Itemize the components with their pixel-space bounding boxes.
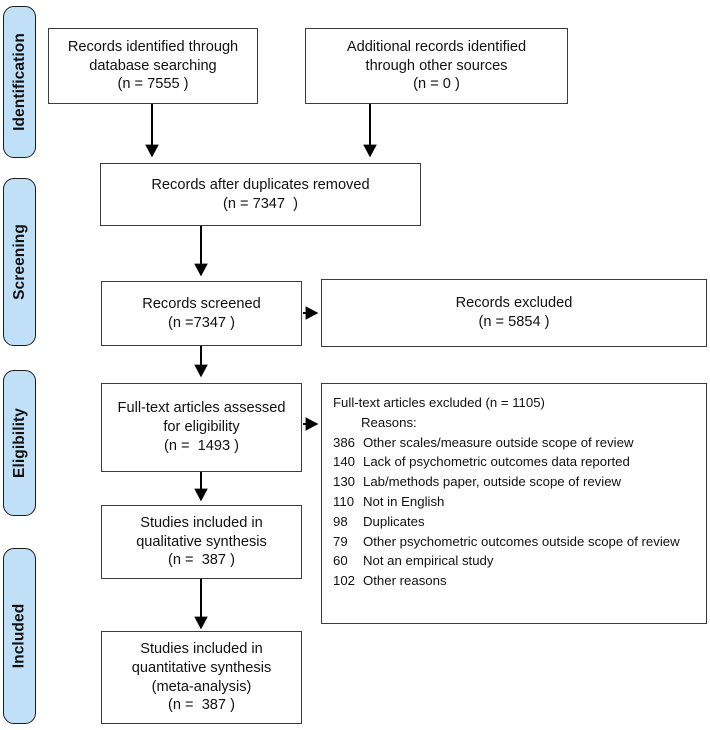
- exclusion-reason-item: 60 Not an empirical study: [333, 551, 706, 571]
- box-line: Records identified through: [67, 38, 239, 55]
- reason-text: Not an empirical study: [363, 553, 494, 569]
- reason-count: 140: [333, 454, 356, 470]
- exclusion-reason-item: 110 Not in English: [333, 492, 706, 512]
- box-line: qualitative synthesis: [136, 533, 267, 550]
- box-additional-records-other-sources: Additional records identified through ot…: [305, 28, 568, 104]
- box-line: (n = 7347 ): [222, 195, 299, 212]
- reason-text: Other psychometric outcomes outside scop…: [363, 533, 680, 549]
- exclusion-reason-list: 386 Other scales/measure outside scope o…: [333, 433, 706, 591]
- box-line: Records excluded: [455, 295, 573, 312]
- reason-text: Lab/methods paper, outside scope of revi…: [363, 474, 622, 490]
- exclusions-heading: Full-text articles excluded (n = 1105): [333, 395, 545, 410]
- reason-count: 60: [333, 553, 348, 569]
- exclusion-reason-item: 130 Lab/methods paper, outside scope of …: [333, 472, 706, 492]
- reason-text: Not in English: [363, 493, 445, 509]
- box-line: (n = 7555 ): [117, 76, 189, 93]
- box-line: through other sources: [365, 57, 508, 74]
- box-line: quantitative synthesis: [131, 659, 272, 676]
- box-fulltext-articles-assessed: Full-text articles assessed for eligibil…: [101, 383, 302, 472]
- reason-text: Duplicates: [363, 513, 425, 529]
- reason-count: 98: [333, 513, 348, 529]
- box-line: Studies included in: [140, 514, 263, 531]
- box-line: Full-text articles assessed: [117, 400, 286, 417]
- box-line: (n = 5854 ): [478, 314, 550, 330]
- exclusion-reason-item: 79 Other psychometric outcomes outside s…: [333, 532, 706, 552]
- box-line: Records after duplicates removed: [151, 176, 370, 193]
- box-records-screened: Records screened (n =7347 ): [101, 281, 302, 346]
- reason-count: 102: [333, 573, 356, 589]
- exclusion-reason-item: 102 Other reasons: [333, 571, 706, 591]
- exclusion-reason-item: 98 Duplicates: [333, 512, 706, 532]
- box-line: (meta-analysis): [151, 678, 252, 695]
- box-records-identified-database: Records identified through database sear…: [48, 28, 258, 104]
- box-line: Records screened: [142, 295, 261, 312]
- box-line: database searching: [89, 57, 217, 74]
- box-studies-qualitative-synthesis: Studies included in qualitative synthesi…: [101, 505, 302, 579]
- stage-tab-screening: Screening: [3, 178, 36, 346]
- box-records-after-duplicates-removed: Records after duplicates removed (n = 73…: [100, 163, 421, 226]
- reason-count: 130: [333, 474, 356, 490]
- box-line: Studies included in: [140, 641, 263, 658]
- stage-tab-included: Included: [3, 548, 36, 724]
- box-line: (n = 387 ): [168, 552, 235, 569]
- box-line: for eligibility: [163, 419, 240, 436]
- reason-count: 110: [333, 493, 355, 509]
- stage-tab-eligibility: Eligibility: [3, 370, 36, 516]
- box-records-excluded: Records excluded (n = 5854 ): [321, 279, 707, 347]
- box-fulltext-excluded-reasons: Full-text articles excluded (n = 1105) R…: [321, 383, 707, 624]
- box-line: (n =7347 ): [168, 314, 235, 331]
- stage-label-included: Included: [10, 603, 28, 669]
- stage-label-screening: Screening: [10, 224, 28, 300]
- exclusion-reason-item: 386 Other scales/measure outside scope o…: [333, 433, 706, 453]
- stage-label-eligibility: Eligibility: [10, 408, 28, 478]
- reason-text: Lack of psychometric outcomes data repor…: [363, 454, 630, 470]
- box-line: Additional records identified: [346, 38, 527, 55]
- box-studies-quantitative-synthesis: Studies included in quantitative synthes…: [101, 631, 302, 724]
- reason-text: Other scales/measure outside scope of re…: [363, 434, 634, 450]
- stage-tab-identification: Identification: [3, 6, 36, 158]
- reason-text: Other reasons: [363, 573, 447, 589]
- exclusion-reason-item: 140 Lack of psychometric outcomes data r…: [333, 452, 706, 472]
- box-line: (n = 0 ): [413, 76, 460, 93]
- box-line: (n = 1493 ): [163, 437, 240, 454]
- exclusions-subheading: Reasons:: [361, 414, 417, 430]
- box-line: (n = 387 ): [168, 697, 235, 714]
- stage-label-identification: Identification: [10, 33, 28, 131]
- reason-count: 386: [333, 434, 356, 450]
- reason-count: 79: [333, 533, 348, 549]
